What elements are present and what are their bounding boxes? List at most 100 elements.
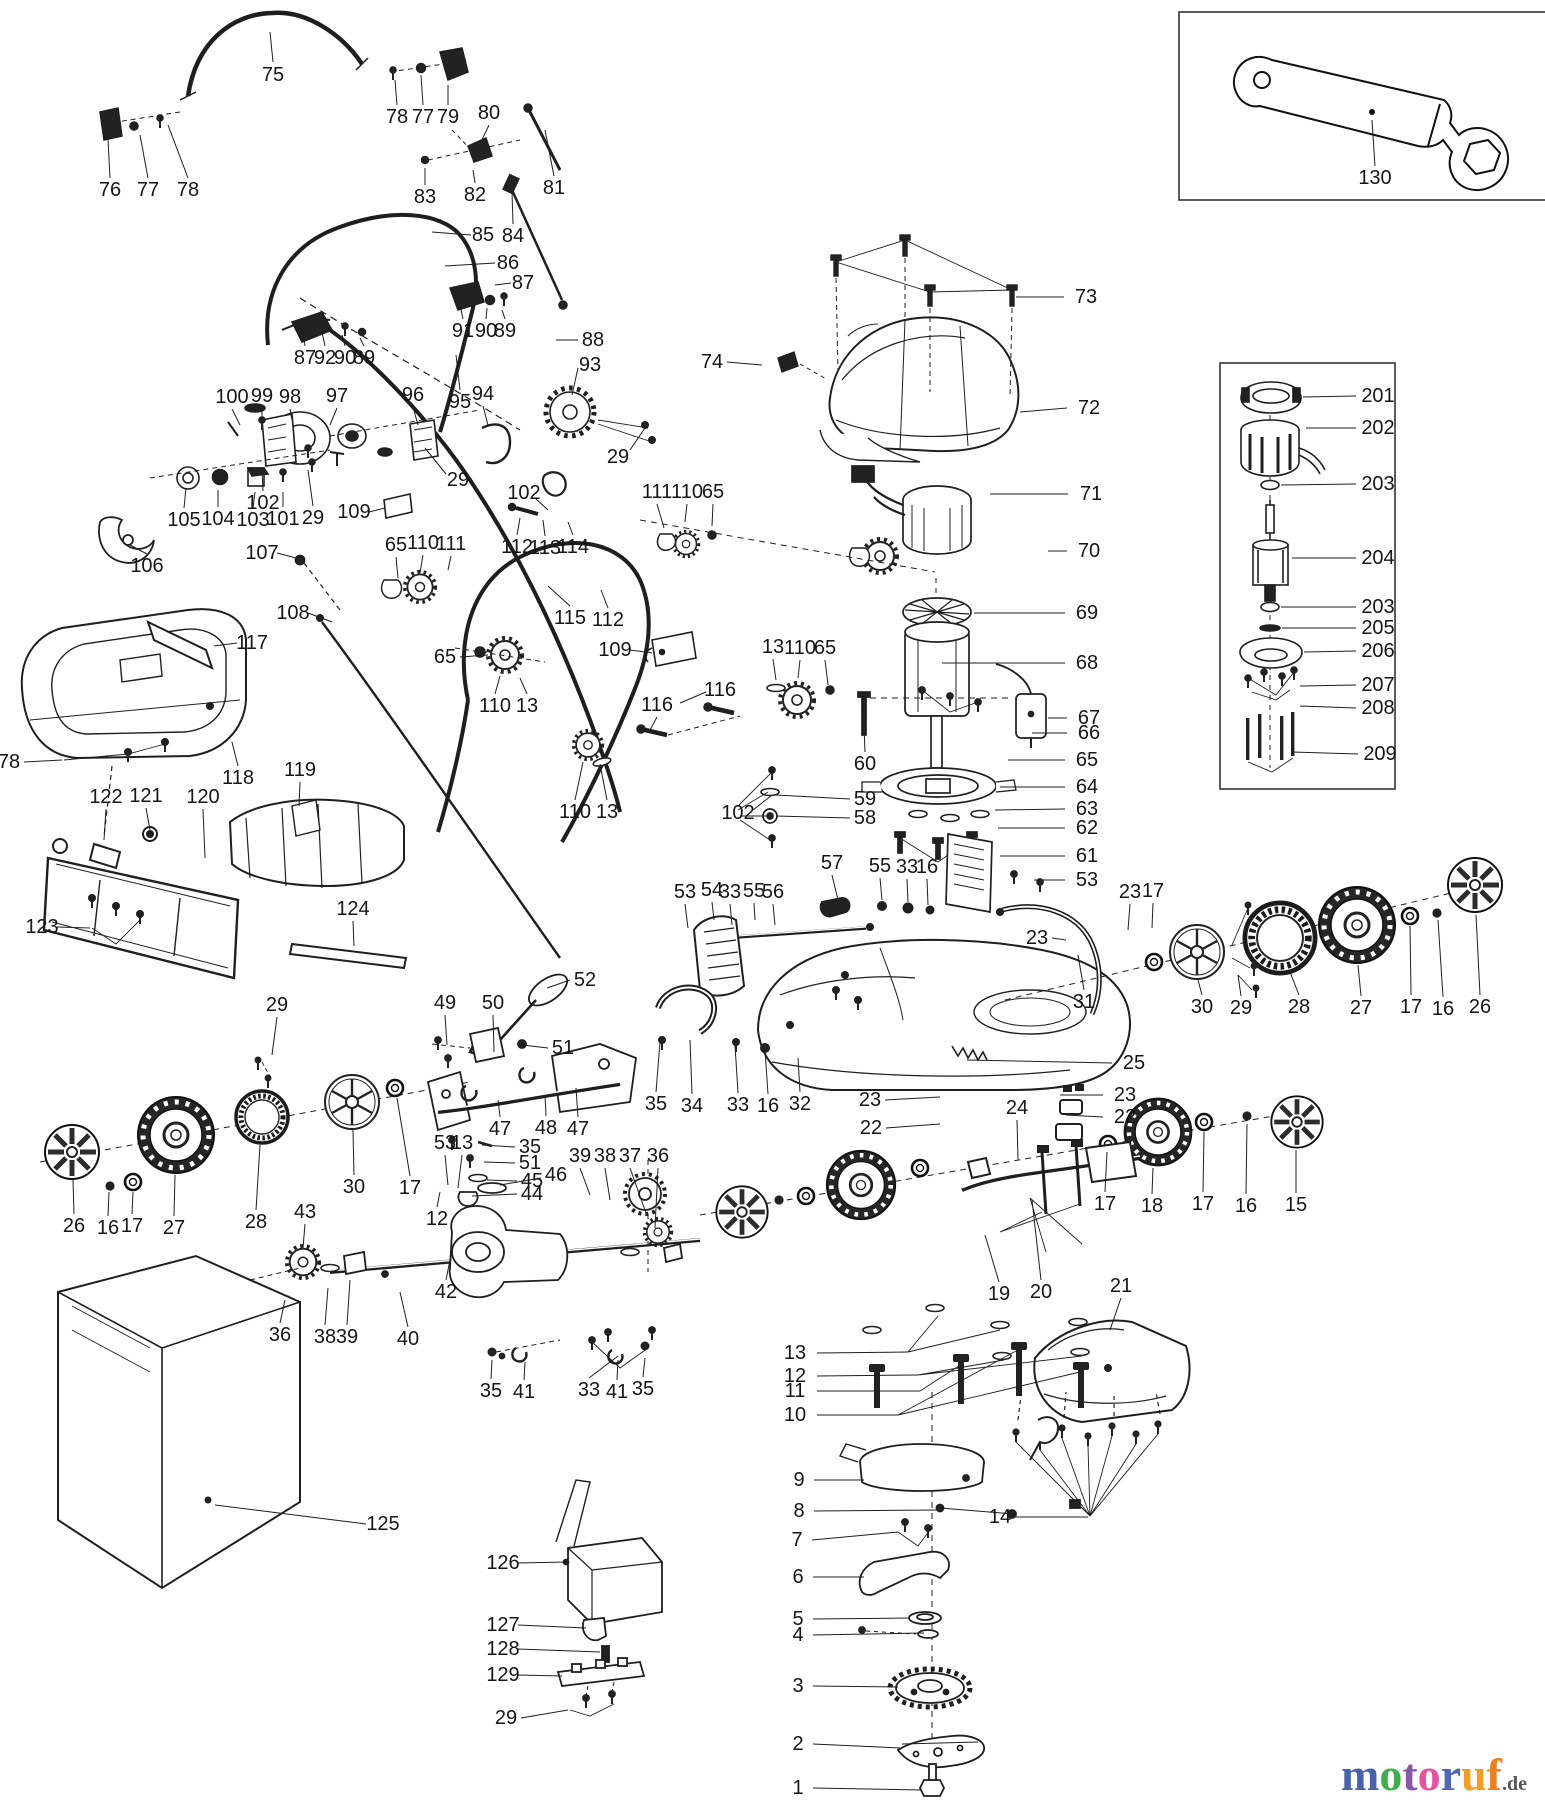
part-label-39: 39 (568, 1145, 592, 1167)
leader-line-4 (812, 1632, 925, 1636)
part-label-109: 109 (337, 501, 371, 523)
leader-line-98 (289, 408, 293, 421)
leader-line-13 (599, 763, 608, 801)
part-label-127: 127 (486, 1614, 520, 1636)
part-label-41: 41 (605, 1381, 629, 1403)
part-label-114: 114 (557, 536, 589, 558)
leader-line-55 (879, 877, 883, 901)
part-label-109: 109 (598, 639, 632, 661)
leader-line-53 (444, 1154, 449, 1186)
leader-line-116 (679, 691, 707, 704)
leader-line-130 (1371, 119, 1376, 167)
leader-line-90 (485, 307, 488, 320)
leader-line-90 (341, 334, 346, 347)
leader-line-25 (966, 1059, 1113, 1064)
leader-line-34 (689, 1039, 693, 1095)
leader-line-118 (231, 741, 239, 767)
part-label-58: 58 (853, 807, 877, 829)
leader-line-84 (511, 191, 514, 225)
part-label-65: 65 (701, 481, 725, 503)
part-label-27: 27 (162, 1217, 186, 1239)
part-label-203: 203 (1361, 596, 1395, 618)
leader-line-78 (167, 124, 189, 179)
part-label-42: 42 (434, 1281, 458, 1303)
leader-line-30 (352, 1129, 355, 1176)
part-label-29: 29 (494, 1707, 518, 1729)
leader-line-72 (1019, 407, 1068, 413)
leader-line-23 (1127, 903, 1131, 931)
leader-line-109 (629, 649, 653, 654)
part-label-11: 11 (784, 1380, 806, 1402)
leader-line-17 (131, 1191, 134, 1215)
leader-line-82 (472, 169, 476, 184)
leader-line-28 (255, 1144, 261, 1211)
part-label-208: 208 (1361, 697, 1395, 719)
part-label-95: 95 (448, 391, 472, 413)
part-label-35: 35 (518, 1136, 542, 1158)
leader-line-40 (399, 1291, 409, 1328)
part-label-32: 32 (788, 1093, 812, 1115)
part-label-206: 206 (1361, 640, 1395, 662)
leader-line-44 (471, 1193, 518, 1197)
part-label-204: 204 (1361, 547, 1395, 569)
leader-line-46 (499, 1177, 542, 1186)
part-label-84: 84 (501, 225, 525, 247)
part-label-24: 24 (1005, 1097, 1029, 1119)
part-label-47: 47 (488, 1118, 512, 1140)
leader-line-26 (72, 1179, 75, 1215)
leader-line-119 (298, 781, 301, 807)
leader-line-78 (394, 79, 398, 106)
part-label-3: 3 (792, 1675, 804, 1697)
part-label-4: 4 (792, 1624, 804, 1646)
part-label-17: 17 (1191, 1193, 1215, 1215)
part-label-117: 117 (236, 632, 268, 654)
leader-line-29 (424, 447, 447, 475)
leader-line-128 (517, 1648, 601, 1653)
leader-line-19 (984, 1234, 1000, 1283)
leader-line-13 (457, 1154, 463, 1189)
leader-line-102 (752, 794, 773, 811)
part-label-112: 112 (501, 536, 533, 558)
leader-line-65 (459, 654, 489, 658)
part-label-29: 29 (606, 446, 630, 468)
part-label-13: 13 (761, 636, 785, 658)
part-label-202: 202 (1361, 417, 1395, 439)
leader-line-120 (202, 808, 206, 859)
part-label-203: 203 (1361, 473, 1395, 495)
part-label-110: 110 (784, 637, 816, 659)
part-label-12: 12 (783, 1365, 807, 1387)
leader-line-3 (812, 1685, 899, 1688)
leader-line-27 (1357, 964, 1362, 997)
part-label-27: 27 (1349, 997, 1373, 1019)
leader-line-36 (654, 1167, 659, 1229)
part-label-209: 209 (1363, 743, 1397, 765)
part-label-126: 126 (486, 1552, 520, 1574)
leader-line-60 (862, 699, 866, 753)
part-label-65: 65 (1075, 749, 1099, 771)
part-label-64: 64 (1075, 776, 1099, 798)
leader-line-57 (831, 874, 839, 901)
part-label-92: 92 (313, 347, 337, 369)
part-label-105: 105 (167, 509, 201, 531)
leader-line-13 (816, 1351, 909, 1354)
part-label-102: 102 (246, 492, 280, 514)
part-label-47: 47 (566, 1118, 590, 1140)
part-label-17: 17 (120, 1215, 144, 1237)
part-label-41: 41 (512, 1381, 536, 1403)
leader-line-51 (483, 1161, 516, 1164)
part-label-16: 16 (1431, 998, 1455, 1020)
part-label-35: 35 (631, 1378, 655, 1400)
leader-line-89 (359, 337, 365, 347)
leader-line-37 (629, 1167, 647, 1214)
watermark-suffix: .de (1502, 1773, 1527, 1795)
part-label-110: 110 (407, 532, 439, 554)
leader-line-63 (994, 808, 1066, 811)
part-label-7: 7 (791, 1529, 803, 1551)
leader-line-41 (616, 1359, 619, 1381)
leader-line-33 (588, 1355, 619, 1379)
part-label-65: 65 (813, 637, 837, 659)
part-label-22: 22 (859, 1117, 883, 1139)
part-label-29: 29 (446, 469, 470, 491)
leader-line-125 (214, 1504, 367, 1525)
